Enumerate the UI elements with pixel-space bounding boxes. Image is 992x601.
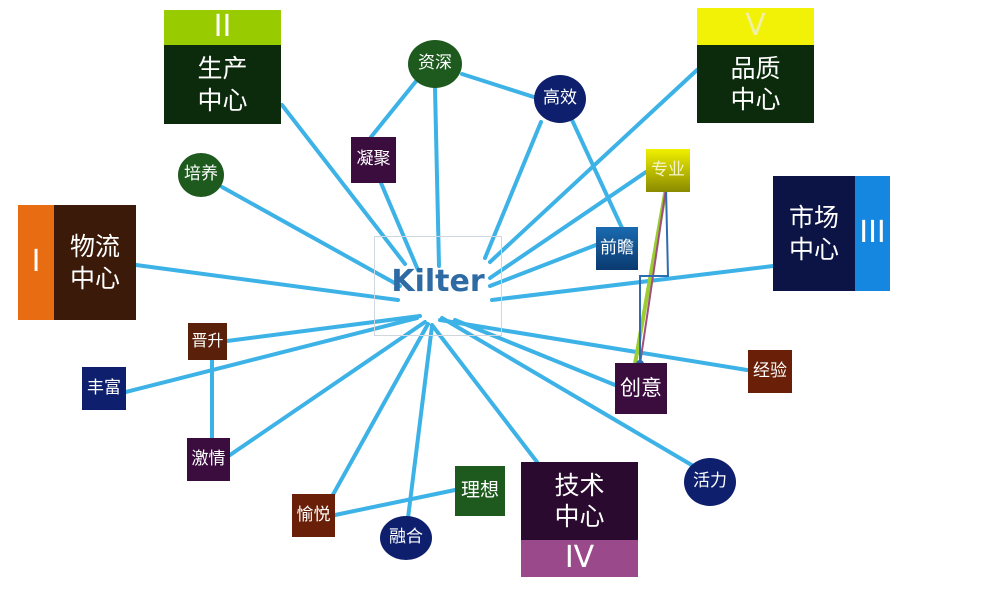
link-fengfu [124,316,419,394]
keyword-lixiang[interactable]: 理想 [455,466,505,516]
market-center-label[interactable]: 市场 中心 [773,176,855,291]
keyword-jingyan[interactable]: 经验 [748,350,792,393]
link-peiyang [220,185,402,288]
market-center-numeral: III [855,176,890,291]
keyword-chuangyi[interactable]: 创意 [615,363,667,414]
keyword-jinsheng[interactable]: 晋升 [188,323,227,360]
link-yuyue-lixiang [333,488,457,517]
link-jingyan [438,318,749,372]
link-gaoxiao [483,120,543,260]
link-gaoxiao-qianzhan [570,118,624,230]
quality-center-numeral: V [697,8,814,45]
production-center-label[interactable]: 生产 中心 [164,45,281,124]
logistics-center-numeral: I [18,205,54,320]
center-title: Kilter [391,264,485,299]
link-tech [430,323,539,464]
link-qianzhan [488,243,598,288]
keyword-peiyang[interactable]: 培养 [178,153,224,197]
tech-center-label[interactable]: 技术 中心 [521,462,638,540]
link-zishen-ningju [369,78,419,139]
keyword-qianzhan[interactable]: 前瞻 [596,227,638,270]
link-huoli [440,316,697,469]
link-zhuanye-chuangyi-elbow [639,187,670,364]
keyword-gaoxiao[interactable]: 高效 [534,75,586,123]
production-center-numeral: II [164,10,281,45]
keyword-ronghe[interactable]: 融合 [380,516,432,560]
tech-center-numeral: IV [521,540,638,577]
link-yuyue [328,322,430,502]
keyword-zishen[interactable]: 资深 [408,40,462,88]
link-logistics [134,263,400,302]
keyword-fengfu[interactable]: 丰富 [82,367,126,410]
link-zhuanye [488,170,648,280]
link-chuangyi [453,318,617,387]
link-production [280,103,407,266]
link-zishen-gaoxiao [460,72,542,101]
keyword-jiqing[interactable]: 激情 [187,438,230,481]
keyword-ningju[interactable]: 凝聚 [351,137,396,183]
link-ningju [379,181,420,272]
link-jiqing [228,320,427,457]
center-box [374,236,502,336]
link-ronghe [406,324,434,520]
keyword-huoli[interactable]: 活力 [684,458,736,506]
keyword-yuyue[interactable]: 愉悦 [292,494,335,537]
link-jinsheng [225,314,422,343]
quality-center-label[interactable]: 品质 中心 [697,45,814,123]
logistics-center-label[interactable]: 物流 中心 [54,205,136,320]
keyword-zhuanye[interactable]: 专业 [646,149,690,192]
link-market [490,264,775,302]
